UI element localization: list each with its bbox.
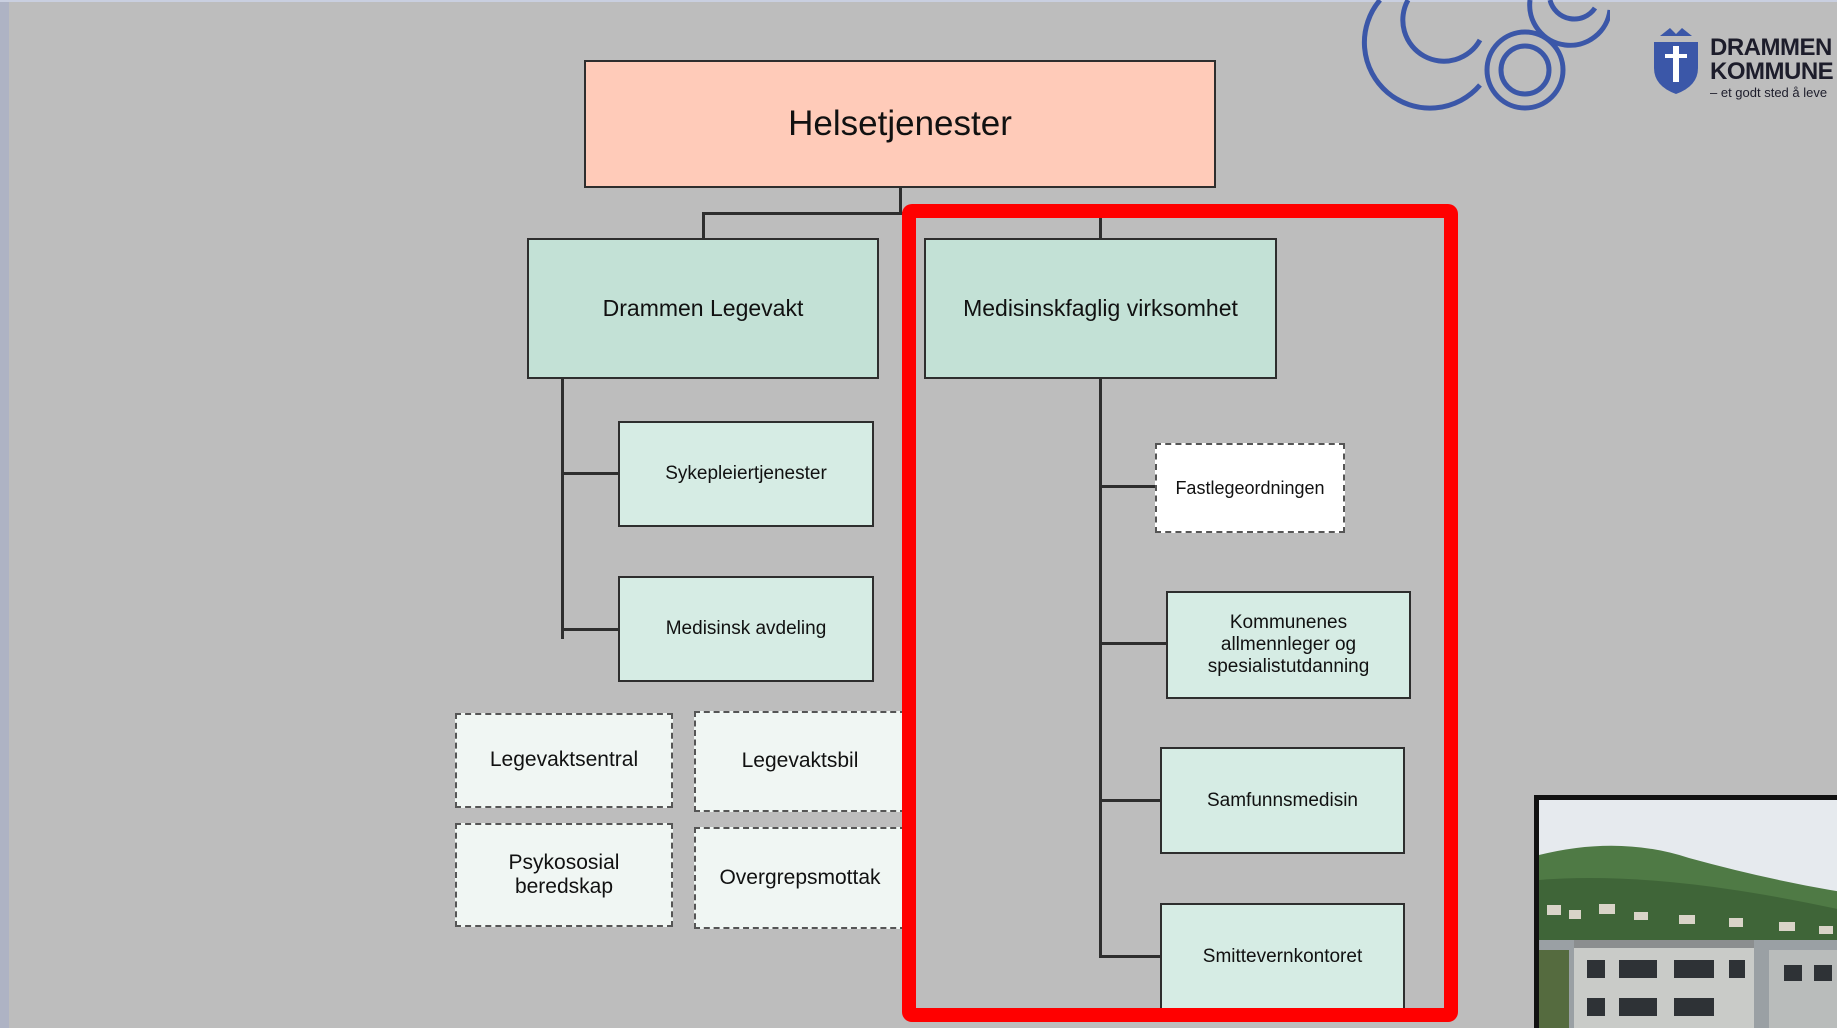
connector xyxy=(561,377,564,639)
org-node-smittevernkontoret: Smittevernkontoret xyxy=(1160,903,1405,1010)
logo-name-line1: DRAMMEN xyxy=(1710,34,1832,61)
org-node-overgrepsmottak: Overgrepsmottak xyxy=(694,827,906,929)
connector xyxy=(1099,377,1102,957)
coat-of-arms-icon xyxy=(1654,28,1698,94)
connector xyxy=(1099,955,1162,958)
connector xyxy=(1099,642,1168,645)
org-node-legevaktsbil: Legevaktsbil xyxy=(694,711,906,812)
connector xyxy=(899,186,902,214)
connector xyxy=(1099,485,1157,488)
org-node-kommunenes-allmennleger: Kommunenes allmennleger og spesialistutd… xyxy=(1166,591,1411,699)
slide-top-edge xyxy=(0,0,1837,2)
connector xyxy=(1099,799,1162,802)
highlight-frame xyxy=(902,204,1458,1022)
building-photo-image xyxy=(1539,800,1837,1028)
org-node-legevaktsentral: Legevaktsentral xyxy=(455,713,673,808)
org-node-sykepleiertjenester: Sykepleiertjenester xyxy=(618,421,874,527)
slide-left-edge xyxy=(0,0,9,1028)
org-node-psykososial-beredskap: Psykososial beredskap xyxy=(455,823,673,927)
connector xyxy=(561,472,620,475)
logo-name-line2: KOMMUNE xyxy=(1710,58,1834,85)
org-node-root: Helsetjenester xyxy=(584,60,1216,188)
org-node-medisinskfaglig-virksomhet: Medisinskfaglig virksomhet xyxy=(924,238,1277,379)
org-node-samfunnsmedisin: Samfunnsmedisin xyxy=(1160,747,1405,854)
logo-wordmark: DRAMMEN KOMMUNE – et godt sted å leve xyxy=(1710,34,1834,100)
drammen-kommune-logo: DRAMMEN KOMMUNE – et godt sted å leve xyxy=(1650,22,1837,102)
connector xyxy=(1099,212,1102,240)
org-node-medisinsk-avdeling: Medisinsk avdeling xyxy=(618,576,874,682)
org-node-drammen-legevakt: Drammen Legevakt xyxy=(527,238,879,379)
building-photo xyxy=(1534,795,1837,1028)
logo-tagline: – et godt sted å leve xyxy=(1710,85,1828,100)
org-node-fastlegeordningen: Fastlegeordningen xyxy=(1155,443,1345,533)
decorative-circles-graphic xyxy=(1361,0,1610,111)
connector xyxy=(561,628,620,631)
connector xyxy=(702,212,705,240)
